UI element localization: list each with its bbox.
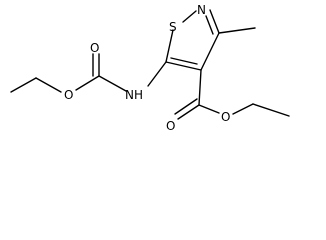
atom-o-carbamate-ether: O: [64, 88, 73, 102]
structure-diagram: S N NH O O O O: [10, 3, 290, 133]
molecule-canvas: S N NH O O O O: [10, 3, 290, 133]
bond-c4-c5: [165, 61, 202, 71]
atom-s1: S: [169, 20, 177, 34]
bond-n-c3: [209, 9, 220, 34]
bond-carbamate-o-ch2: [35, 77, 62, 93]
bond-methyl: [218, 27, 256, 34]
atom-o-carbamate-carbonyl: O: [90, 41, 99, 55]
bond-ester-c-o: [198, 104, 220, 114]
bond-c5-s: [165, 29, 174, 63]
bond-c4-c5-inner: [170, 57, 198, 65]
isothiazole-ring: [165, 9, 220, 71]
bond-c3-c4: [200, 32, 220, 71]
bond-ester-co-inner: [174, 98, 198, 115]
ethyl-ester-group: [174, 69, 290, 120]
atom-n1: N: [197, 3, 206, 17]
bond-s-n: [182, 10, 197, 23]
carbamate-group: [10, 53, 167, 93]
bond-c4-carbonyl: [198, 69, 202, 106]
bond-ester-ch2-ch3: [252, 103, 290, 117]
atom-nh: NH: [125, 88, 143, 102]
bond-ester-o-ch2: [232, 103, 254, 115]
bond-n-c3-inner: [205, 15, 214, 35]
bond-ester-co: [177, 104, 200, 120]
bond-nh-carbonyl: [98, 75, 127, 92]
atom-o-ester-ether: O: [221, 110, 230, 124]
atom-o-ester-carbonyl: O: [166, 119, 175, 133]
bond-c5-nh: [147, 61, 167, 87]
bond-carbamate-ch2-ch3: [10, 77, 37, 93]
bond-carbamate-c-o: [75, 75, 100, 91]
